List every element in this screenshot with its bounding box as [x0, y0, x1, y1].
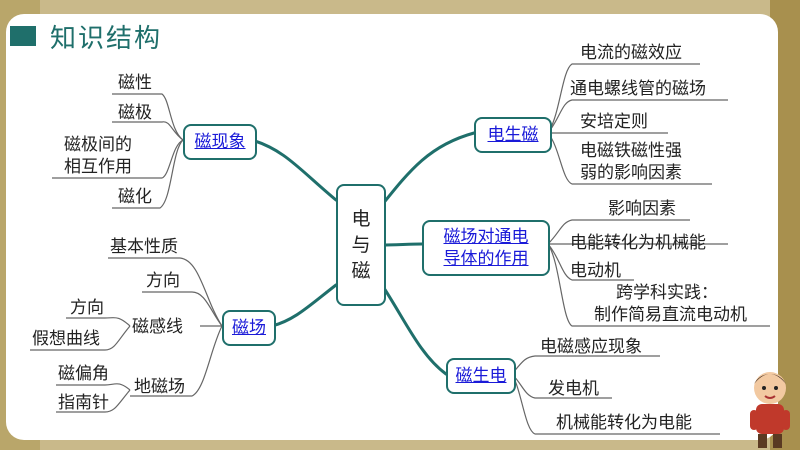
leaf-electromagnet-factors-2: 弱的影响因素 — [580, 163, 682, 183]
leaf-motor: 电动机 — [570, 261, 621, 281]
leaf-electric-to-mechanical: 电能转化为机械能 — [570, 233, 706, 253]
link-center-current-magnetism — [380, 131, 476, 207]
leaf-field-direction: 方向 — [146, 271, 180, 291]
leaf-solenoid-field: 通电螺线管的磁场 — [570, 79, 706, 99]
leaf-magnetic-pole: 磁极 — [118, 103, 152, 123]
page-title: 知识结构 — [50, 24, 163, 54]
leaf-mechanical-to-electric: 机械能转化为电能 — [556, 413, 692, 433]
leaf-influence-factors: 影响因素 — [608, 199, 676, 219]
link-center-magnet-phenomena — [250, 138, 338, 202]
hub-field-on-conductor[interactable]: 磁场对通电 导体的作用 — [422, 220, 550, 276]
leaf-generator: 发电机 — [548, 379, 599, 399]
leaf-basic-property: 基本性质 — [110, 237, 178, 257]
mascot-illustration — [750, 372, 790, 448]
content-card — [6, 14, 778, 440]
leaf-geomagnetic-field: 地磁场 — [134, 377, 185, 397]
leaf-magnetization: 磁化 — [118, 187, 152, 207]
leaf-interdisciplinary-practice: 跨学科实践： — [616, 283, 718, 303]
center-char-1: 电 — [351, 208, 371, 230]
leaf-compass: 指南针 — [58, 393, 109, 413]
hub-current-magnetism[interactable]: 电生磁 — [474, 117, 552, 153]
hub-field-on-conductor-line2[interactable]: 导体的作用 — [443, 249, 529, 269]
leaf-pole-interaction-2: 相互作用 — [64, 157, 132, 177]
title-accent-bar — [10, 26, 36, 46]
hub-magnetism-current-label[interactable]: 磁生电 — [455, 366, 507, 386]
hub-magnetism-current[interactable]: 磁生电 — [446, 358, 516, 394]
leaf-ampere-rule: 安培定则 — [580, 112, 648, 132]
hub-magnetic-field[interactable]: 磁场 — [222, 310, 276, 346]
leaf-imaginary-curve: 假想曲线 — [32, 329, 100, 349]
leaf-current-magnetic-effect: 电流的磁效应 — [580, 43, 682, 63]
leaf-field-lines: 磁感线 — [132, 317, 183, 337]
hub-magnet-phenomena-label[interactable]: 磁现象 — [194, 132, 246, 152]
leaf-pole-interaction-1: 磁极间的 — [64, 135, 132, 155]
leaf-make-dc-motor: 制作简易直流电动机 — [594, 305, 747, 325]
leaf-line-direction: 方向 — [70, 298, 104, 318]
center-node-electricity-magnetism: 电 与 磁 — [336, 184, 386, 306]
leaf-electromagnet-factors-1: 电磁铁磁性强 — [580, 141, 682, 161]
leaf-magnetism: 磁性 — [118, 73, 152, 93]
link-center-magnetic-field — [270, 283, 338, 328]
leaf-declination: 磁偏角 — [58, 364, 109, 384]
center-char-3: 磁 — [351, 260, 371, 282]
hub-field-on-conductor-line1[interactable]: 磁场对通电 — [443, 227, 529, 247]
hub-current-magnetism-label[interactable]: 电生磁 — [487, 125, 539, 145]
hub-magnet-phenomena[interactable]: 磁现象 — [183, 124, 257, 160]
hub-magnetic-field-label[interactable]: 磁场 — [232, 318, 266, 338]
link-center-magnetism-current — [380, 283, 448, 376]
leaf-electromagnetic-induction: 电磁感应现象 — [540, 337, 642, 357]
center-char-2: 与 — [351, 234, 371, 256]
link-center-field-conductor — [380, 242, 424, 247]
